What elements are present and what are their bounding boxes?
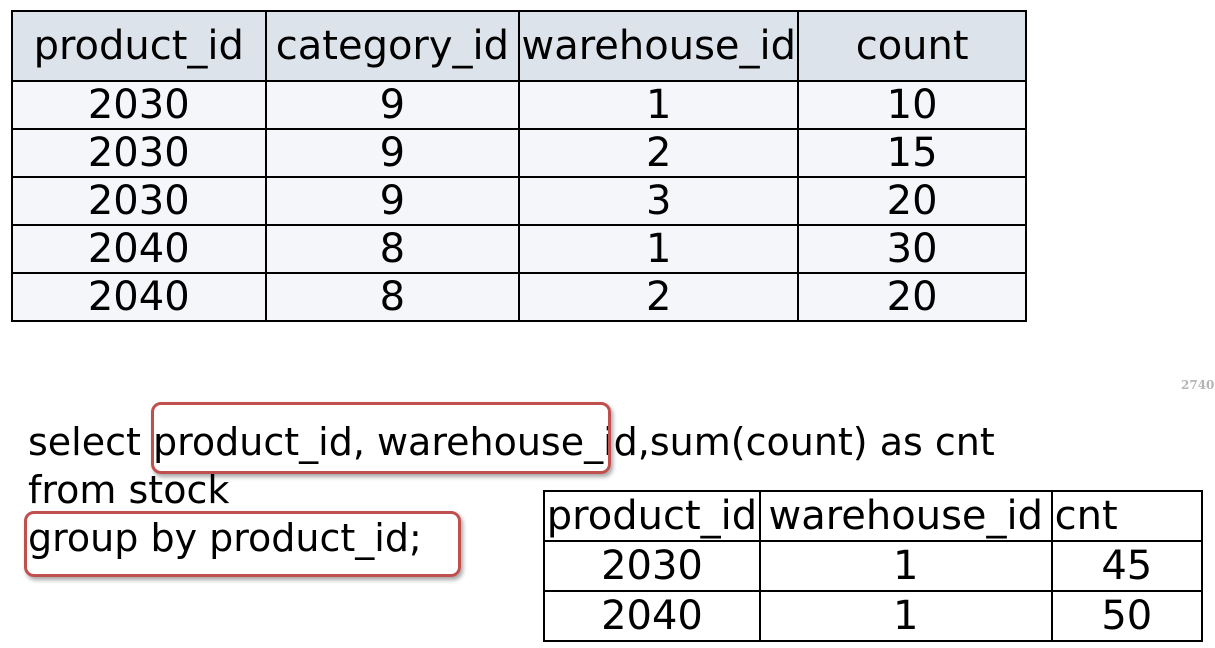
table-row: 2030 9 2 15	[11, 128, 1027, 178]
cell-count: 15	[797, 128, 1027, 178]
result-header-product-id: product_id	[543, 490, 761, 542]
sql-group-by-line: group by product_id;	[28, 516, 422, 560]
cell-count: 20	[797, 176, 1027, 226]
table-row: 2040 8 2 20	[11, 272, 1027, 322]
cell-product-id: 2030	[11, 176, 267, 226]
column-header-warehouse-id: warehouse_id	[518, 10, 800, 82]
cell-product-id: 2040	[11, 272, 267, 322]
cell-product-id: 2030	[11, 128, 267, 178]
result-cell-product-id: 2040	[543, 590, 761, 642]
highlight-box-group-by	[24, 511, 461, 577]
sql-select-keyword: select	[28, 420, 153, 464]
cell-category-id: 8	[264, 224, 521, 274]
cell-count: 20	[797, 272, 1027, 322]
table-header-row: product_id category_id warehouse_id coun…	[11, 10, 1027, 82]
sql-select-rest: id,sum(count) as cnt	[603, 420, 995, 464]
cell-category-id: 9	[264, 80, 521, 130]
result-cell-warehouse-id: 1	[758, 540, 1053, 592]
cell-warehouse-id: 3	[518, 176, 800, 226]
result-header-cnt: cnt	[1050, 490, 1204, 542]
cell-count: 30	[797, 224, 1027, 274]
result-header-warehouse-id: warehouse_id	[758, 490, 1053, 542]
cell-category-id: 9	[264, 128, 521, 178]
column-header-category-id: category_id	[264, 10, 521, 82]
column-header-product-id: product_id	[11, 10, 267, 82]
sql-select-line: select product_id, warehouse_id,sum(coun…	[28, 418, 995, 466]
table-row: 2030 9 3 20	[11, 176, 1027, 226]
result-cell-warehouse-id: 1	[758, 590, 1053, 642]
cell-warehouse-id: 2	[518, 128, 800, 178]
result-cell-product-id: 2030	[543, 540, 761, 592]
result-table: product_id warehouse_id cnt 2030 1 45 20…	[543, 490, 1204, 642]
cell-category-id: 8	[264, 272, 521, 322]
column-header-count: count	[797, 10, 1027, 82]
highlight-box-select-columns	[151, 402, 611, 474]
watermark-text: 2740	[1181, 378, 1215, 392]
table-row: 2030 9 1 10	[11, 80, 1027, 130]
result-header-row: product_id warehouse_id cnt	[543, 490, 1204, 542]
cell-warehouse-id: 1	[518, 80, 800, 130]
cell-warehouse-id: 1	[518, 224, 800, 274]
table-row: 2040 8 1 30	[11, 224, 1027, 274]
sql-from-line: from stock	[28, 468, 230, 512]
result-row: 2030 1 45	[543, 540, 1204, 592]
result-row: 2040 1 50	[543, 590, 1204, 642]
cell-product-id: 2030	[11, 80, 267, 130]
cell-product-id: 2040	[11, 224, 267, 274]
sql-select-highlighted-columns: product_id, warehouse_	[152, 420, 604, 464]
result-cell-cnt: 50	[1050, 590, 1204, 642]
cell-category-id: 9	[264, 176, 521, 226]
sql-query: select product_id, warehouse_id,sum(coun…	[28, 418, 995, 562]
cell-count: 10	[797, 80, 1027, 130]
stock-table: product_id category_id warehouse_id coun…	[11, 10, 1027, 322]
cell-warehouse-id: 2	[518, 272, 800, 322]
result-cell-cnt: 45	[1050, 540, 1204, 592]
